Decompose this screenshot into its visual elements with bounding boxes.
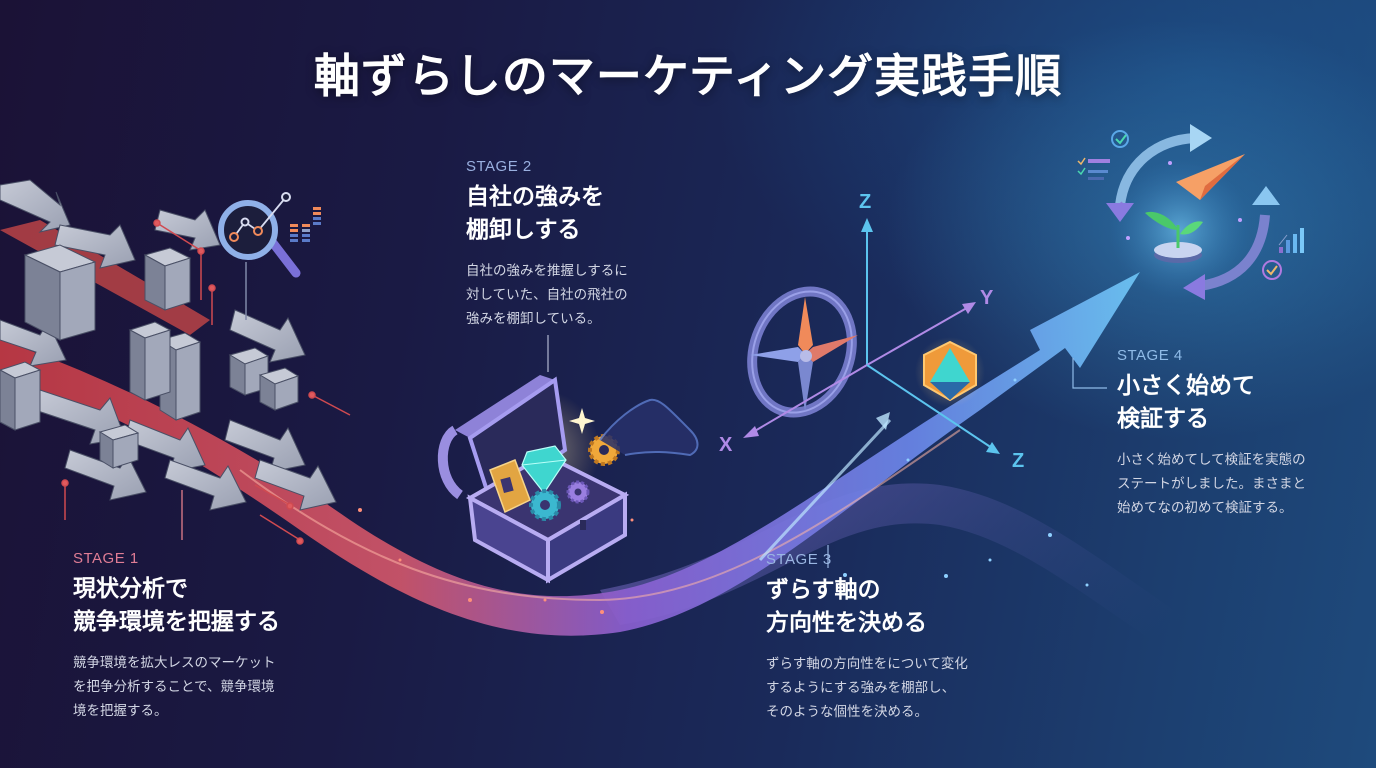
stage4-connector (1072, 358, 1107, 389)
sparkles-blue (843, 353, 1089, 587)
stage-3-card: STAGE 3 ずらす軸の 方向性を決める ずらす軸の方向性をについて変化 する… (766, 551, 1016, 724)
stage-label: STAGE 2 (466, 158, 532, 175)
axis-label-z-bottom: Z (1012, 450, 1025, 472)
stage-2-card: STAGE 2 自社の強みを 棚卸しする 自社の強みを推握しするに 対していた、… (466, 158, 696, 331)
stage-heading-line: 競争環境を把握する (73, 609, 280, 635)
stage-heading-line: ずらす軸の (766, 577, 881, 603)
stage-heading-line: 自社の強みを (466, 184, 604, 210)
stage-description-line: 自社の強みを推握しするに (466, 263, 628, 279)
stage-description-line: するようにする強みを棚部し、 (766, 680, 956, 696)
stage-description-line: 小さく始めてして検証を実態の (1117, 452, 1306, 468)
stage-heading-line: 方向性を決める (766, 610, 927, 636)
stage-label: STAGE 3 (766, 551, 832, 568)
stage-description-line: を把争分析することで、競争環境 (73, 679, 275, 695)
magnifier-chart-icon (218, 192, 321, 320)
axis-label-z-top: Z (859, 191, 872, 213)
stage-description-line: ずらす軸の方向性をについて変化 (766, 656, 968, 672)
stage-heading: 自社の強みを 棚卸しする (466, 181, 696, 247)
stage-heading-line: 棚卸しする (466, 217, 581, 243)
stage-heading: 現状分析で 競争環境を把握する (73, 573, 333, 639)
sparkles-red (358, 508, 634, 614)
stage-4-card: STAGE 4 小さく始めて 検証する 小さく始めてして検証を実態の ステートが… (1117, 347, 1347, 520)
xyz-axes-icon (743, 218, 1000, 454)
stage-heading: 小さく始めて 検証する (1117, 370, 1347, 436)
stage-label: STAGE 4 (1117, 347, 1183, 364)
stage-description-line: 強みを棚卸している。 (466, 311, 601, 327)
maze-of-arrows-icon (0, 179, 351, 545)
stage-description: 競争環境を拡大レスのマーケット を把争分析することで、競争環境 境を把握する。 (73, 651, 333, 723)
stage-description-line: 始めてなの初めて検証する。 (1117, 500, 1293, 516)
stage-heading-line: 小さく始めて (1117, 373, 1255, 399)
stage-description-line: 境を把握する。 (73, 703, 168, 719)
stage-description: ずらす軸の方向性をについて変化 するようにする強みを棚部し、 そのような個性を決… (766, 652, 1016, 724)
stage-description-line: ステートがしました。まさまと (1117, 476, 1306, 492)
axis-label-x: X (719, 434, 733, 456)
axis-label-y: Y (980, 287, 994, 309)
progress-path (0, 272, 1140, 636)
stage-description-line: そのような個性を決める。 (766, 704, 928, 720)
stage-heading-line: 検証する (1117, 406, 1209, 432)
page-title: 軸ずらしのマーケティング実践手順 (313, 49, 1063, 103)
gem-icon (915, 337, 985, 407)
stage-description-line: 対していた、自社の飛社の (466, 287, 628, 303)
stage-label: STAGE 1 (73, 550, 139, 567)
stage-heading: ずらす軸の 方向性を決める (766, 574, 1016, 640)
stage-description-line: 競争環境を拡大レスのマーケット (73, 655, 276, 671)
treasure-chest-icon (437, 335, 699, 584)
stage-description: 小さく始めてして検証を実態の ステートがしました。まさまと 始めてなの初めて検証… (1117, 448, 1347, 520)
stage-1-card: STAGE 1 現状分析で 競争環境を把握する 競争環境を拡大レスのマーケット … (73, 550, 333, 723)
sprout-cycle-icon (1077, 124, 1304, 300)
stage-description: 自社の強みを推握しするに 対していた、自社の飛社の 強みを棚卸している。 (466, 259, 696, 331)
compass-icon (747, 286, 858, 418)
stage-heading-line: 現状分析で (73, 576, 188, 602)
